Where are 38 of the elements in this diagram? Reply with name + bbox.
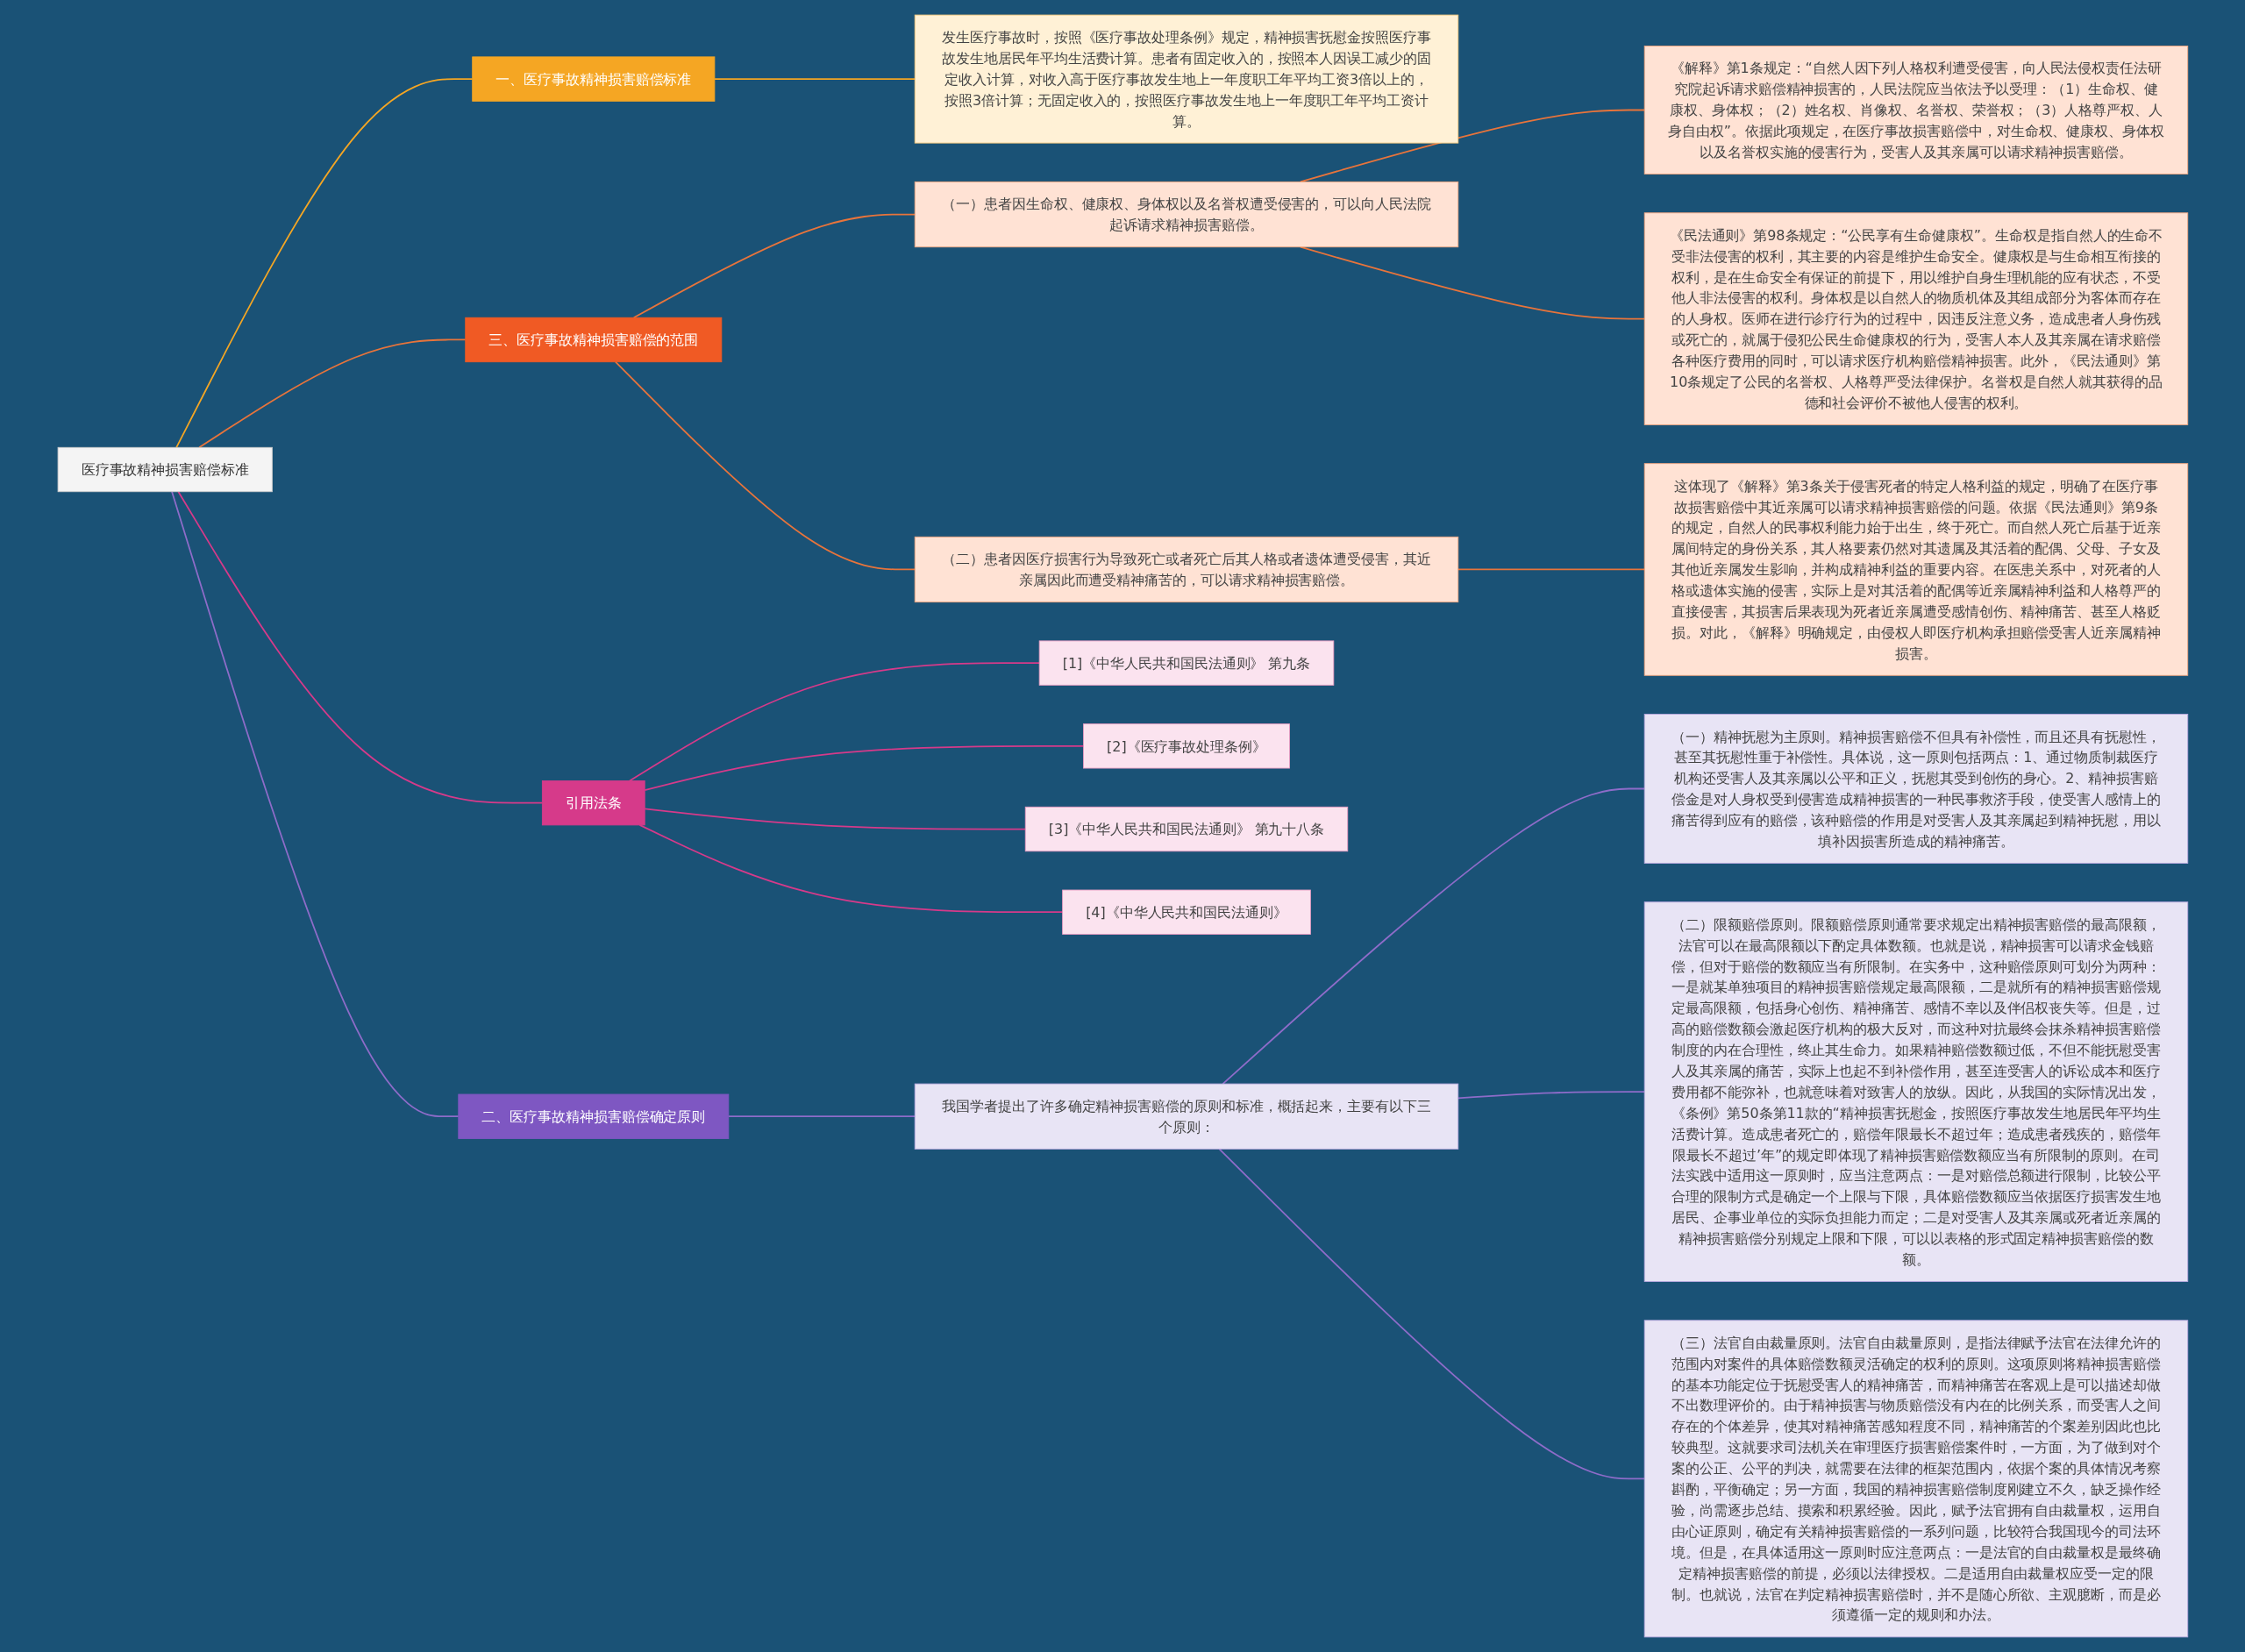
- connector: [177, 490, 543, 804]
- node-box: [914, 181, 1458, 248]
- node-box: [1643, 212, 2188, 425]
- node-box: [914, 14, 1458, 144]
- connector: [1299, 109, 1645, 183]
- node-box: [1038, 640, 1334, 686]
- mind-map-diagram: 医疗事故精神损害赔偿标准 一、医疗事故精神损害赔偿标准 发生医疗事故时，按照《医疗事故处理条例》规定，精神损害抚慰金按照医疗事故发生地居民年平均生活费计算。患者有固定收入的，按照本人因误工减少的固定收入计算，对收入高于医疗事故发生地上一年度职工年平均工资3倍以上的，按照3倍计算；无固定收入的，按照医疗事故发生地上一年度职工年平均工资计算。 三、医疗事故精神损害赔偿的范围 （一）患者因生命权、健康权、身体权以及名誉权遭受侵害的，可以向人民法院起诉请求精神损害赔偿。 《解释》第1条规定：“自然人因下列人格权利遭受侵害，向人民法侵权责任法研究院起诉请求赔偿精神损害的，人民法院应当依法予以受理：（1）生命权、健康权、身体权；（2）姓名权、肖像权、名誉权、荣誉权；（3）人格尊严权、人身自由权”。依据此项规定，在医疗事故损害赔偿中，对生命权、健康权、身体权以及名誉权实施的侵害行为，受害人及其亲属可以请求精神损害赔偿。 《民法通则》第98条规定：“公民享有生命健康权”。生命权是指自然人的生命不受非法侵害的权利，其主要的内容是维护生命安全。健康权是与生命相互衔接的权利，是在生命安全有保证的前提下，用以维护自身生理机能的应有状态，不受他人非法侵害的权利。身体权是以自然人的物质机体及其组成部分为客体而存在的人身权。医师在进行诊疗行为的过程中，因违反注意义务，造成患者人身伤残或死亡的，就属于侵犯公民生命健康权的行为，受害人本人及其亲属在请求赔偿各种医疗费用的同时，可以请求医疗机构赔偿精神损害。此外，《民法通则》第10条规定了公民的名誉权、人格尊严受法律保护。名誉权是自然人就其获得的品德和社会评价不被他人侵害的权利。 （二）患者因医疗损害行为导致死亡或者死亡后其人格或者遗体遭受侵害，其近亲属因此而遭受精神痛苦的，可以请求精神损害赔偿。 这体现了《解释》第3条关于侵害死者的特定人格利益的规定，明确了在医疗事故损害赔偿中其近亲属可以请求精神损害赔偿的问题。依据《民法通则》第9条的规定，自然人的民事权利能力始于出生，终于死亡。而自然人死亡后基于近亲属间特定的身份关系，其人格要素仍然对其遗属及其活着的配偶、父母、子女及其他近亲属发生影响，并构成精神利益的重要内容。在医患关系中，对死者的人格或遗体实施的侵害，实际上是对其活着的配偶等近亲属精神利益和人格尊严的直接侵害，其损害后果表现为死者近亲属遭受感情创伤、精神痛苦、甚至人格贬损。对此，《解释》明确规定，由侵权人即医疗机构承担赔偿受害人近亲属精神损害。 引用法条 [1]《中华人民共和国民法通则》 第九条 [2]《医疗事故处理条例》 [3]《中华人民共和国民法通则》 第九十八条 [4]《中华人民共和国民法通则》 二、医疗事故精神损害赔偿确定原则 我国学者提出了许多确定精神损害赔偿的原则和标准，概括起来，主要有以下三个原则： （一）精神抚慰为主原则。精神损害赔偿不但具有补偿性，而且还具有抚慰性，甚至其抚慰性重于补偿性。具体说，这一原则包括两点：1、通过物质制裁医疗机构还受害人及其亲属以公平和正义，抚慰其受到创伤的身心。2、精神损害赔偿金是对人身权受到侵害造成精神损害的一种民事救济手段，使受害人感情上的痛苦得到应有的赔偿，该种赔偿的作用是对受害人及其亲属起到精神抚慰，用以填补因损害所造成的精神痛苦。 （二）限额赔偿原则。限额赔偿原则通常要求规定出精神损害赔偿的最高限额，法官可以在最高限额以下酌定具体数额。也就是说，精神损害可以请求金钱赔偿，但对于赔偿的数额应当有所限制。在实务中，这种赔偿原则可划分为两种：一是就某单独项目的精神损害赔偿规定最高限额，二是就所有的精神损害赔偿规定最高限额，包括身心创伤、精神痛苦、感情不幸以及伴侣权丧失等。但是，过高的赔偿数额会激起医疗机构的极大反对，而这种对抗最终会抹杀精神损害赔偿制度的内在合理性，终止其生命力。如果精神赔偿数额过低，不但不能抚慰受害人及其亲属的痛苦，实际上也起不到补偿作用，甚至连受害人的诉讼成本和医疗费用都不能弥补，也就意味着对致害人的放纵。因此，从我国的实际情况出发，《条例》第50条第11款的“精神损害抚慰金，按照医疗事故发生地居民年平均生活费计算。造成患者死亡的，赔偿年限最长不超过年；造成患者残疾的，赔偿年限最长不超过’年”的规定即体现了精神损害赔偿数额应当有所限制的原则。在司法实践中适用这一原则时，应当注意两点：一是对赔偿总额进行限制，比较公平合理的限制方式是确定一个上限与下限，具体赔偿数额应当依据医疗损害发生地居民、企事业单位的实际负担能力而定；二是对受害人及其亲属或死者近亲属的精神损害赔偿分别规定上限和下限，可以以表格的形式固定精神损害赔偿的数额。 （三）法官自由裁量原则。法官自由裁量原则，是指法律赋予法官在法律允许的范围内对案件的具体赔偿数额灵活确定的权利的原则。这项原则将精神损害赔偿的基本功能定位于抚慰受害人的精神痛苦，而精神痛苦在客观上是可以描述却做不出数理评价的。由于精神损害与物质赔偿没有内在的比例关系，而受害人之间存在的个体差异，使其对精神痛苦感知程度不同，精神痛苦的个案差别因此也比较典型。这就要求司法机关在审理医疗损害赔偿案件时，一方面，为了做到对个案的公正、公平的判决，就需要在法律的框架范围内，依据个案的具体情况考察斟酌，平衡确定；另一方面，我国的精神损害赔偿制度刚建立不久，缺乏操作经验，尚需逐步总结、摸索和积累经验。因此，赋予法官拥有自由裁量权，运用自由心证原则，确定有关精神损害赔偿的一系列问题，比较符合我国现今的司法环境。但是，在具体适用这一原则时应注意两点：一是法官的自由裁量权是最终确定精神损害赔偿的前提，必须以法律授权。二是适用自由裁量权应受一定的限制。也就说，法官在判定精神损害赔偿时，并不是随心所欲、主观臆断，而是必须遵循一定的规则和办法。: [51, 9, 2194, 1643]
- node-box: [1061, 889, 1311, 935]
- connector: [614, 360, 916, 571]
- connector: [643, 808, 1026, 830]
- node-box: [1643, 463, 2188, 676]
- connector: [170, 490, 460, 1118]
- connector: [628, 662, 1040, 782]
- node-box: [1643, 46, 2188, 174]
- connector: [713, 78, 916, 80]
- connector: [1457, 1091, 1645, 1100]
- node-box: [471, 56, 715, 102]
- node-box: [457, 1093, 729, 1139]
- node-box: [914, 1083, 1458, 1150]
- node-box: [57, 446, 273, 493]
- node-box: [464, 317, 722, 363]
- node-box: [1024, 806, 1348, 852]
- connector: [1457, 568, 1645, 571]
- connector: [1222, 787, 1645, 1085]
- node-box: [1643, 901, 2188, 1282]
- node-box: [1643, 714, 2188, 864]
- connector: [638, 824, 1064, 914]
- connector: [632, 213, 916, 319]
- node-box: [1643, 1320, 2188, 1638]
- connector: [1218, 1148, 1645, 1480]
- node-box: [914, 536, 1458, 603]
- connector: [727, 1115, 916, 1118]
- connector: [197, 338, 467, 449]
- connector: [1299, 246, 1645, 320]
- node-box: [1082, 723, 1290, 769]
- node-box: [541, 780, 645, 826]
- connector: [175, 78, 474, 449]
- connector: [643, 744, 1084, 791]
